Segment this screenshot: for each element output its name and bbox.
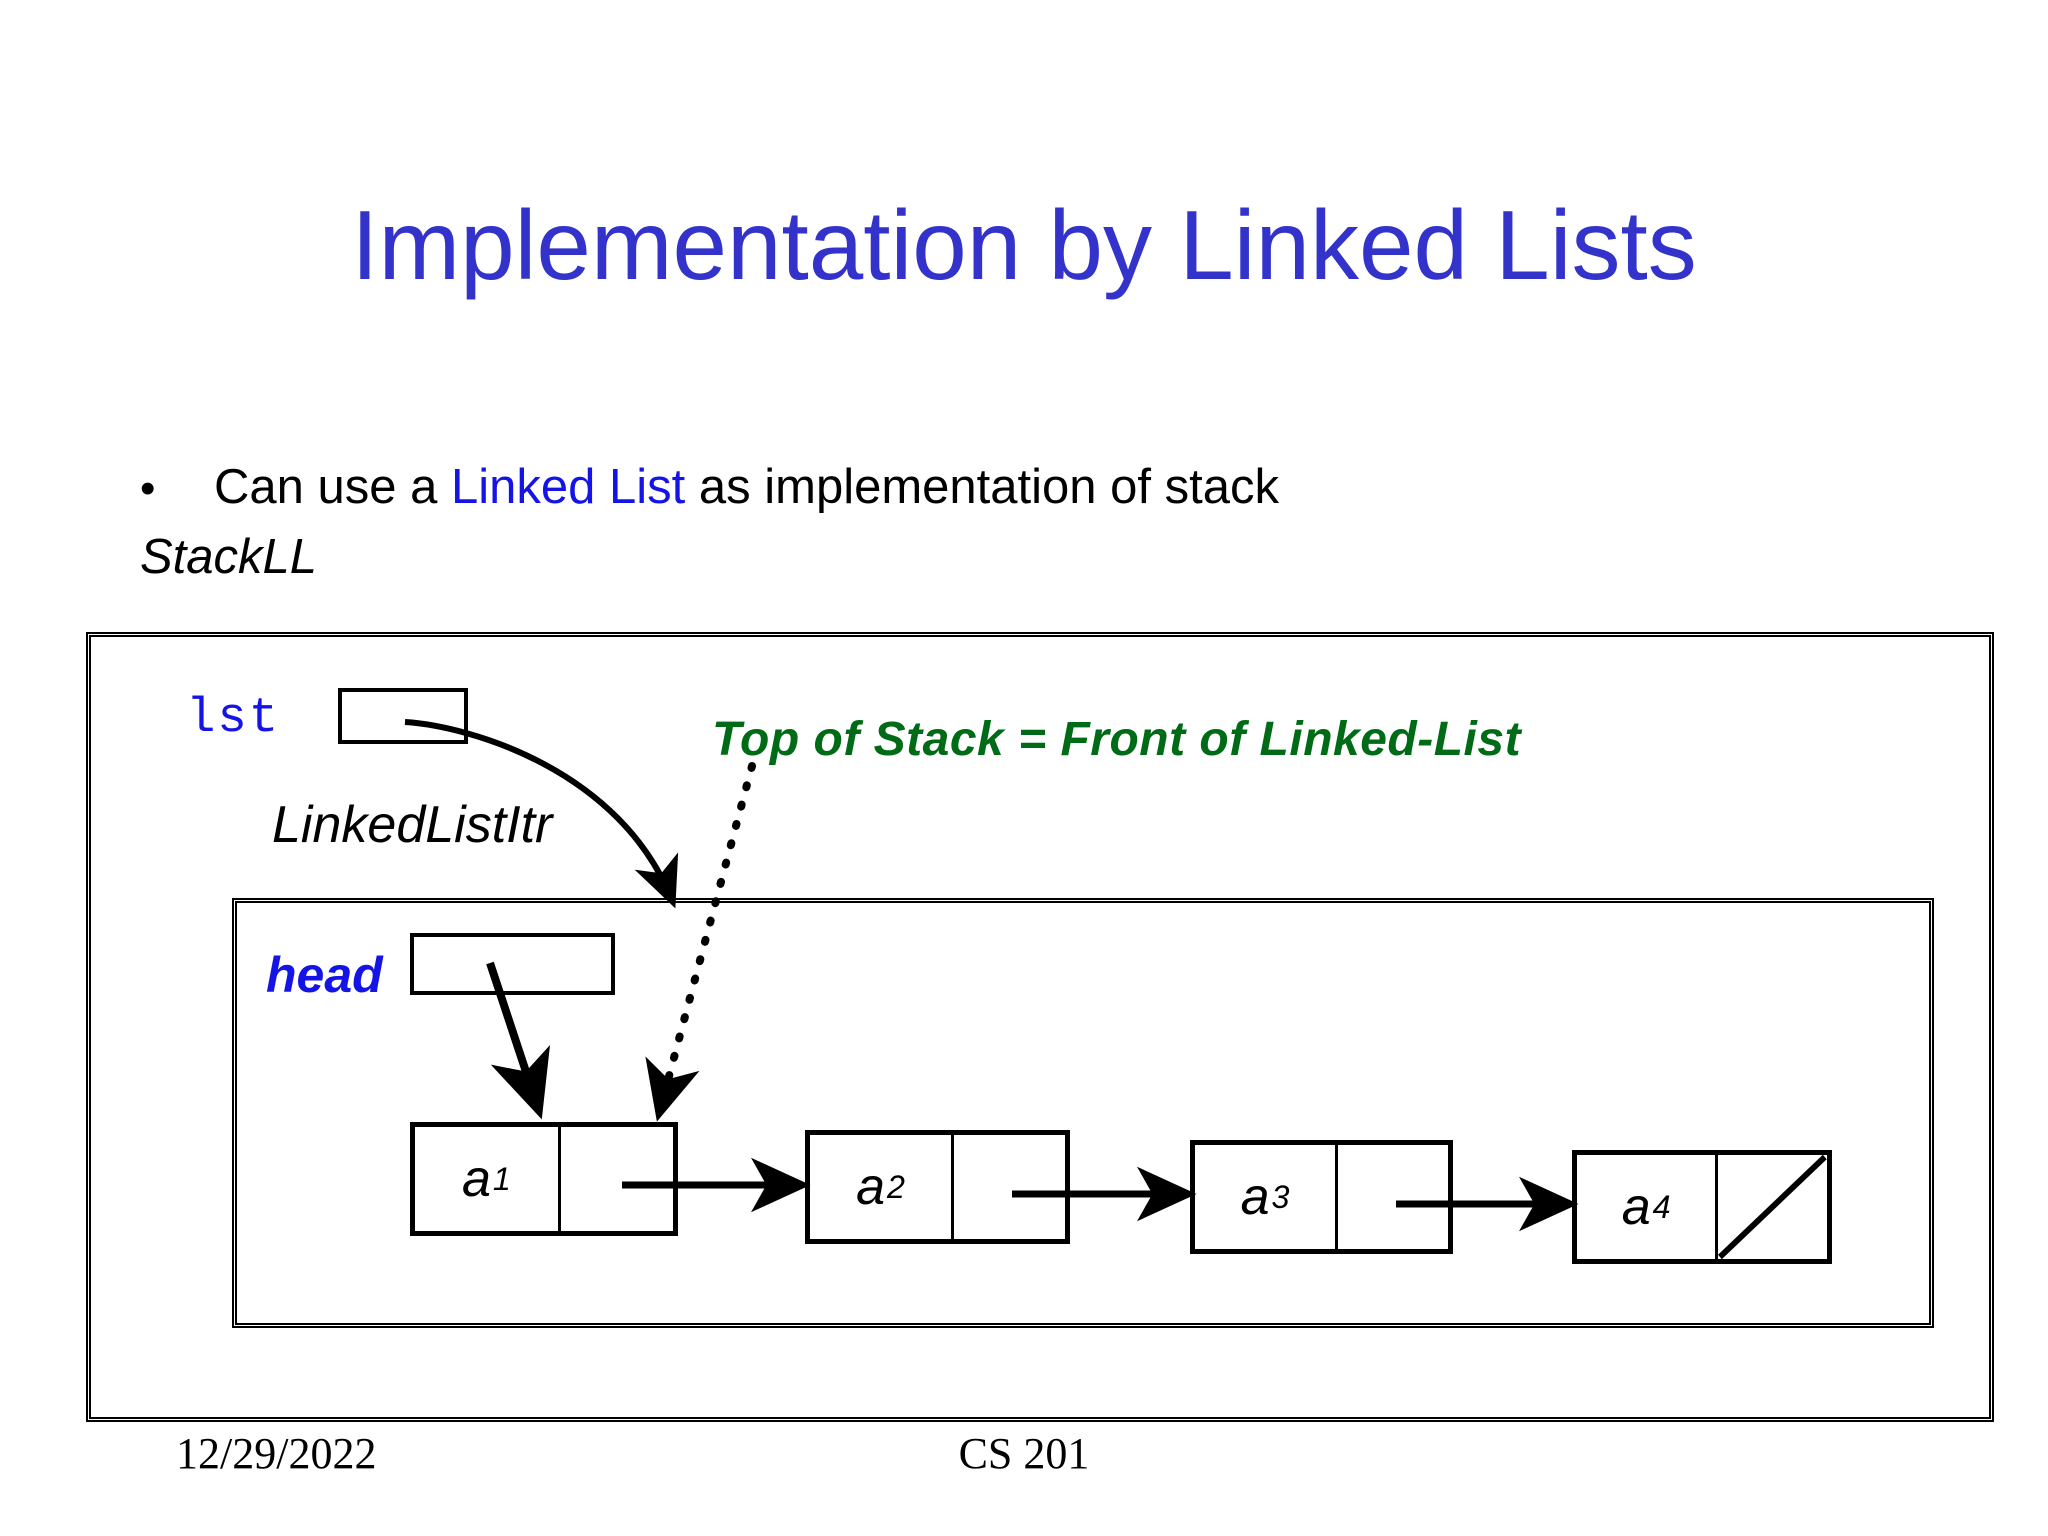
footer-date: 12/29/2022 [176,1429,377,1478]
linkedlistitr-type-label: LinkedListItr [272,796,553,854]
node-pointer-cell [561,1127,673,1231]
head-pointer-box [410,933,615,995]
bullet-text-before: Can use a [214,460,451,514]
lst-variable-label: lst [186,690,281,746]
node-data-value: a [1621,1178,1651,1236]
node-data-value: a [461,1150,491,1208]
node-data-subscript: 4 [1652,1188,1671,1225]
footer-course-label: CS 201 [958,1429,1090,1478]
head-variable-label: head [266,947,383,1003]
node-data-subscript: 1 [492,1160,511,1197]
node-pointer-cell [1338,1145,1448,1249]
lst-pointer-box [338,688,468,744]
node-null-pointer-cell [1718,1154,1828,1260]
page-title: Implementation by Linked Lists [351,190,1697,300]
null-slash-icon [1718,1154,1828,1260]
bullet-marker-icon: • [140,464,156,513]
node-data-value: a [1240,1168,1270,1226]
slide-body: • Can use a Linked List as implementation… [140,458,1940,588]
bullet-keyword-linked-list: Linked List [451,460,686,514]
node-data-value: a [856,1158,886,1216]
stackll-label: StackLL [140,529,318,584]
stackll-object-frame [86,632,1994,1422]
bullet-text-after: as implementation of stack [685,460,1279,514]
node-data-subscript: 3 [1271,1178,1290,1215]
linked-list-object-frame [232,898,1934,1328]
node-pointer-cell [954,1135,1065,1239]
node-data-subscript: 2 [887,1168,905,1205]
top-of-stack-annotation: Top of Stack = Front of Linked-List [712,713,1522,766]
slide-footer: 12/29/2022 CS 201 [0,1428,2048,1488]
bullet-line: • Can use a Linked List as implementation… [140,458,1940,518]
